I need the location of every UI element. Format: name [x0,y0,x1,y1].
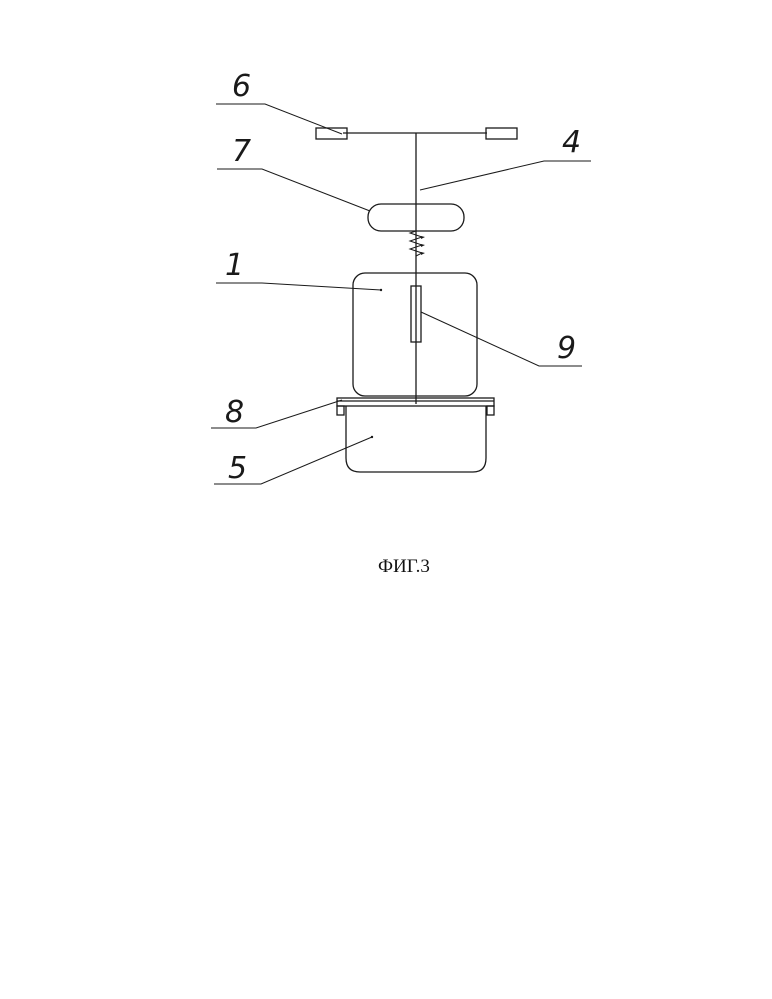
leader-lines [211,104,591,484]
figure-caption: ФИГ.3 [378,556,430,578]
label-6: 6 [232,69,251,104]
label-8: 8 [225,395,244,430]
label-7: 7 [232,134,251,169]
label-5: 5 [228,451,247,486]
label-4: 4 [562,125,581,160]
mounting-plate [337,398,494,415]
housing [353,273,477,396]
marker-dot [380,289,382,291]
label-9: 9 [557,331,576,366]
label-1: 1 [225,248,244,283]
spring [410,231,425,256]
marker-dot [371,436,373,438]
